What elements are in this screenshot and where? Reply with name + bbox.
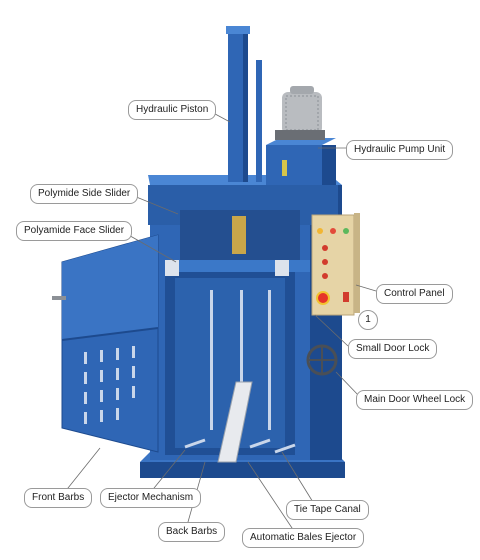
oil-gauge	[282, 160, 287, 176]
piston-cylinder-shade	[243, 32, 248, 182]
tie-canal-1	[210, 290, 213, 430]
indicator-light-3	[343, 228, 349, 234]
key-switch	[343, 292, 349, 302]
control-button-2	[322, 259, 328, 265]
back-barb-2	[249, 438, 271, 449]
piston-cap	[226, 26, 250, 34]
control-button-3	[322, 273, 328, 279]
label-ejector-mechanism: Ejector Mechanism	[100, 488, 202, 508]
motor-pedestal	[275, 130, 325, 140]
tie-canal-2	[240, 290, 243, 430]
control-panel-side	[354, 213, 360, 313]
base-platform	[140, 462, 345, 478]
front-door-upper	[62, 235, 158, 340]
door-handle	[52, 296, 66, 300]
door-divider	[61, 327, 159, 341]
front-barbs-grid	[84, 346, 135, 424]
motor-body	[282, 92, 322, 134]
oil-tank-side	[322, 145, 336, 185]
label-small-door-lock: Small Door Lock	[348, 339, 438, 359]
inner-cylinder	[232, 216, 246, 254]
piston-rod	[256, 60, 262, 182]
label-tie-tape-canal: Tie Tape Canal	[286, 500, 369, 520]
ejector-plate	[217, 381, 253, 463]
label-polyamide-face-slider: Polyamide Face Slider	[16, 221, 133, 241]
emergency-stop	[316, 291, 330, 305]
label-hydraulic-pump-unit: Hydraulic Pump Unit	[346, 140, 454, 160]
side-slider-left	[165, 260, 179, 276]
label-back-barbs: Back Barbs	[158, 522, 226, 542]
motor-fan-cover	[290, 86, 314, 94]
label-automatic-bales-ejector: Automatic Bales Ejector	[242, 528, 365, 548]
back-barb-3	[274, 443, 296, 454]
label-hydraulic-piston: Hydraulic Piston	[128, 100, 217, 120]
label-polymide-side-slider: Polymide Side Slider	[30, 184, 139, 204]
label-main-door-wheel-lock: Main Door Wheel Lock	[356, 390, 474, 410]
control-button-1	[322, 245, 328, 251]
tie-canal-3	[268, 290, 271, 430]
label-control-panel: Control Panel	[376, 284, 453, 304]
label-front-barbs: Front Barbs	[24, 488, 93, 508]
side-slider-right	[275, 260, 289, 276]
indicator-light-2	[330, 228, 336, 234]
indicator-light-1	[317, 228, 323, 234]
leader-lines	[63, 107, 377, 538]
marker-badge: 1	[358, 310, 378, 330]
back-barb-1	[184, 438, 206, 449]
